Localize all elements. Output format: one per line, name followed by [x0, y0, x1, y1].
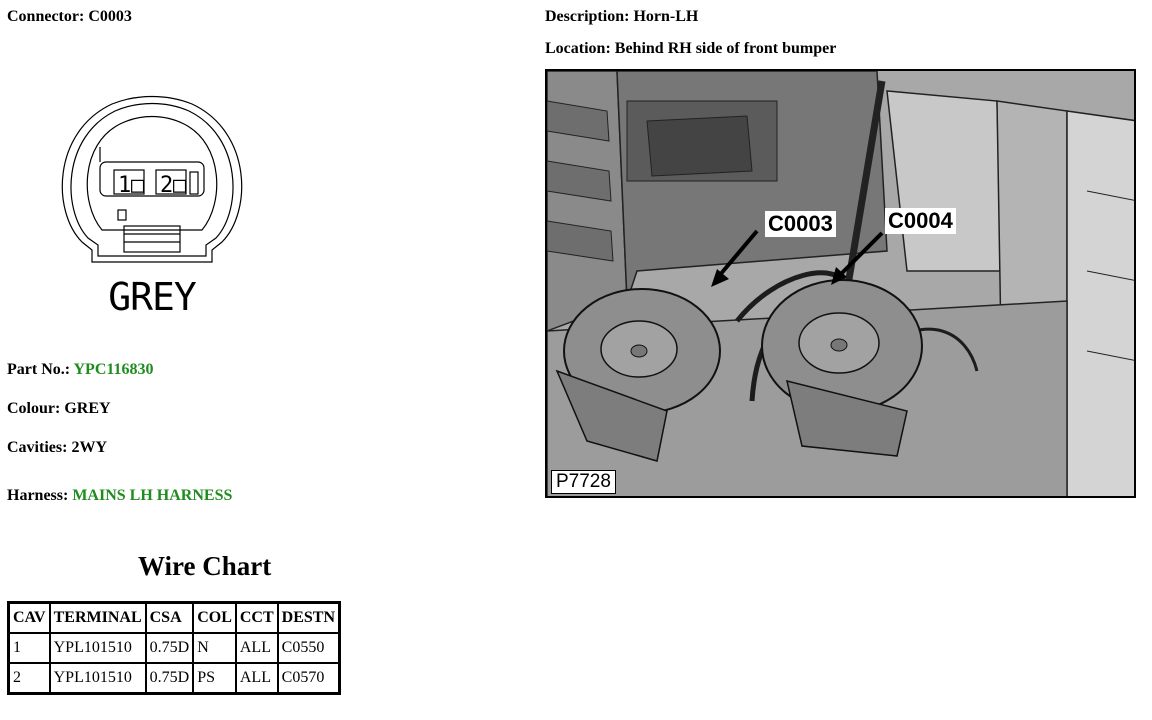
header-cct: CCT [234, 601, 279, 634]
cell-terminal: YPL101510 [48, 662, 147, 695]
cell-col: N [192, 632, 237, 664]
connector-label: Connector: [7, 8, 85, 25]
wire-chart-title: Wire Chart [138, 551, 272, 581]
header-csa: CSA [144, 601, 195, 634]
cell-col: PS [192, 662, 237, 695]
pin-1-label: 1 [118, 173, 131, 198]
photo-id-label: P7728 [551, 470, 616, 494]
cell-csa: 0.75D [144, 662, 195, 695]
location-label: Location: [545, 40, 611, 57]
pin-2-box-mark: □ [173, 173, 187, 198]
harness-line: Harness: MAINS LH HARNESS [7, 487, 232, 505]
wire-chart-header-row: CAV TERMINAL CSA COL CCT DESTN [7, 601, 341, 634]
part-no-link[interactable]: YPC116830 [73, 361, 154, 378]
cell-destn: C0570 [276, 662, 341, 695]
connector-value: C0003 [88, 8, 132, 25]
photo-callout-connector-a: C0003 [765, 211, 836, 237]
cell-terminal: YPL101510 [48, 632, 147, 664]
pin-1-box-mark: □ [131, 173, 145, 198]
location-line: Location: Behind RH side of front bumper [545, 40, 836, 58]
colour-line: Colour: GREY [7, 400, 111, 418]
description-value: Horn-LH [633, 8, 699, 25]
connector-face-diagram: 1 □ 2 □ GREY [61, 95, 243, 319]
drawing-colour-text: GREY [108, 275, 197, 319]
cell-cct: ALL [234, 632, 279, 664]
header-col: COL [192, 601, 237, 634]
table-row: 2 YPL101510 0.75D PS ALL C0570 [7, 662, 341, 695]
header-terminal: TERMINAL [48, 601, 147, 634]
cell-destn: C0550 [276, 632, 341, 664]
part-no-label: Part No.: [7, 361, 71, 378]
connector-line: Connector: C0003 [7, 8, 132, 26]
header-cav: CAV [7, 601, 51, 634]
pin-2-label: 2 [160, 173, 173, 198]
part-no-line: Part No.: YPC116830 [7, 361, 154, 379]
colour-value: GREY [64, 400, 111, 417]
cell-cav: 2 [7, 662, 51, 695]
cavities-value: 2WY [71, 439, 107, 456]
description-line: Description: Horn-LH [545, 8, 698, 26]
location-photo: C0003 C0004 P7728 [545, 69, 1136, 498]
description-label: Description: [545, 8, 630, 25]
header-destn: DESTN [276, 601, 341, 634]
photo-callout-connector-b: C0004 [885, 208, 956, 234]
photo-illustration [547, 71, 1134, 496]
cell-csa: 0.75D [144, 632, 195, 664]
cavities-label: Cavities: [7, 439, 68, 456]
cell-cav: 1 [7, 632, 51, 664]
location-value: Behind RH side of front bumper [614, 40, 837, 57]
cell-cct: ALL [234, 662, 279, 695]
cavities-line: Cavities: 2WY [7, 439, 107, 457]
wire-chart-table: CAV TERMINAL CSA COL CCT DESTN 1 YPL1015… [7, 601, 341, 695]
harness-link[interactable]: MAINS LH HARNESS [72, 487, 233, 504]
harness-label: Harness: [7, 487, 69, 504]
table-row: 1 YPL101510 0.75D N ALL C0550 [7, 632, 341, 664]
colour-label: Colour: [7, 400, 61, 417]
